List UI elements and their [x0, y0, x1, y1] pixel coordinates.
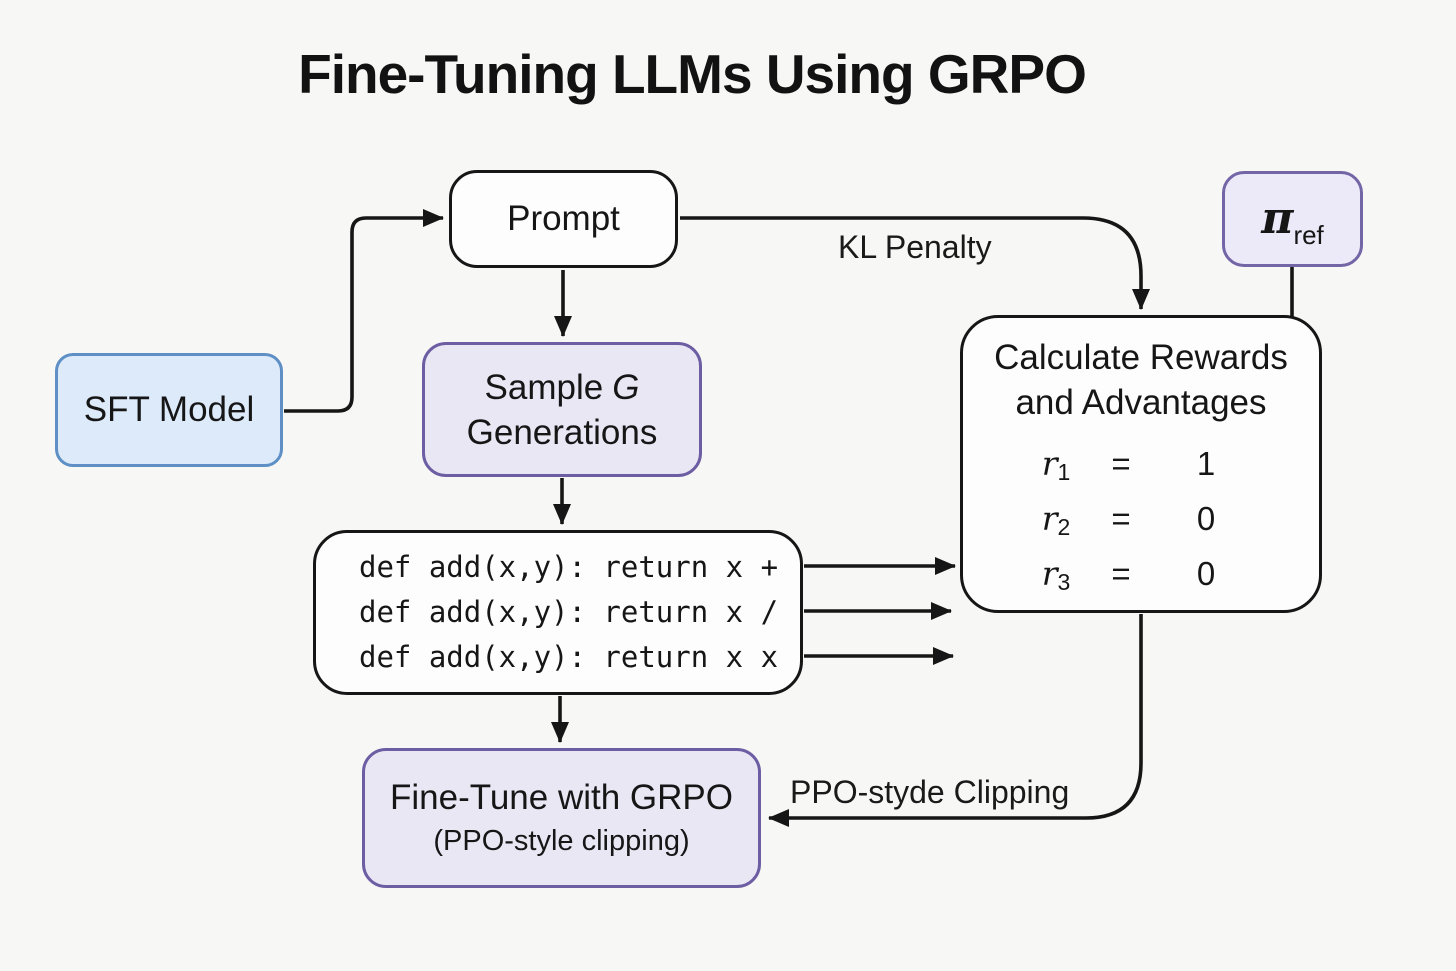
g-variable: G — [612, 367, 640, 407]
edge-kl-penalty — [680, 216, 1150, 310]
equals-sign: = — [1111, 500, 1131, 537]
fine-tune-line2: (PPO-style clipping) — [433, 825, 690, 857]
reward-row: r1 = 1 — [963, 441, 1319, 496]
prompt-label: Prompt — [507, 199, 620, 238]
fine-tune-node: Fine-Tune with GRPO (PPO-style clipping) — [362, 748, 761, 888]
kl-penalty-label: KL Penalty — [838, 229, 992, 265]
sft-model-node: SFT Model — [55, 353, 283, 467]
code-line: def add(x,y): return x x — [359, 640, 779, 674]
diagram-title: Fine-Tuning LLMs Using GRPO — [298, 43, 1087, 105]
fine-tune-line1: Fine-Tune with GRPO — [390, 778, 733, 817]
reward-value: 0 — [1196, 500, 1216, 537]
pi-subscript: ref — [1293, 220, 1324, 250]
code-line: def add(x,y): return x + — [359, 550, 779, 584]
ppo-clipping-label: PPO-styde Clipping — [790, 774, 1070, 810]
sample-generations-line2: Generations — [466, 412, 658, 452]
edge-rewards-to-finetune — [768, 614, 1143, 827]
pi-ref-label: π ref — [1261, 193, 1324, 251]
pi-symbol: π — [1261, 193, 1294, 244]
reward-value: 1 — [1196, 445, 1216, 482]
reward-value: 0 — [1196, 555, 1216, 592]
rewards-title-line2: and Advantages — [1015, 383, 1267, 422]
rewards-node: Calculate Rewards and Advantages r1 = 1 … — [960, 315, 1322, 613]
equals-sign: = — [1111, 445, 1131, 482]
sft-model-label: SFT Model — [83, 390, 255, 429]
rewards-title-line1: Calculate Rewards — [994, 338, 1288, 377]
rewards-rows: r1 = 1 r2 = 0 r3 = 0 — [963, 441, 1319, 606]
reward-row: r2 = 0 — [963, 496, 1319, 551]
code-line: def add(x,y): return x / — [359, 595, 779, 629]
edge-sft-to-prompt — [284, 209, 444, 413]
equals-sign: = — [1111, 555, 1131, 592]
reward-row: r3 = 0 — [963, 551, 1319, 606]
pi-ref-node: π ref — [1222, 171, 1363, 267]
prompt-node: Prompt — [449, 170, 678, 268]
generations-code-node: def add(x,y): return x + def add(x,y): r… — [313, 530, 803, 695]
